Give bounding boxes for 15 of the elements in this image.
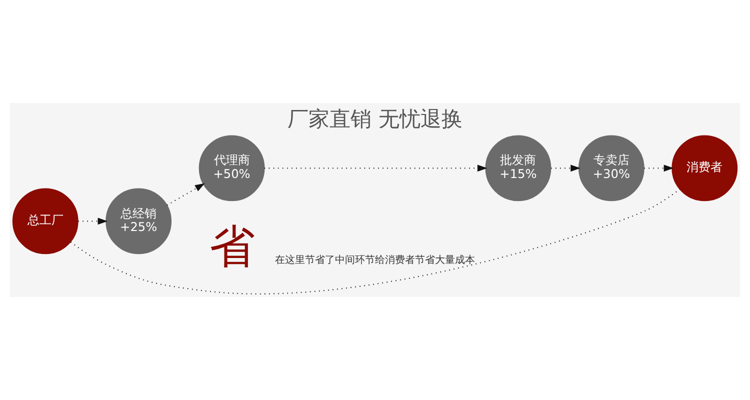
arrow bbox=[551, 164, 580, 172]
arrow bbox=[644, 164, 674, 172]
edge-label: 在这里节省了中间环节给消费者节省大量成本 bbox=[275, 255, 475, 266]
node-circle: 总经销 +25% bbox=[106, 188, 172, 254]
diagram-title: 厂家直销 无忧退换 bbox=[288, 107, 462, 132]
arrow bbox=[264, 164, 488, 172]
arrow bbox=[78, 218, 108, 225]
arrow bbox=[166, 183, 205, 206]
node-circle: 消费者 bbox=[672, 135, 738, 202]
connector bbox=[70, 188, 680, 294]
node-circle: 代理商 +50% bbox=[198, 135, 265, 202]
node-circle: 总工厂 bbox=[12, 188, 78, 254]
node-circle: 专卖店 +30% bbox=[578, 135, 644, 202]
label: 省 bbox=[209, 220, 254, 274]
node-circle: 批发商 +15% bbox=[485, 135, 552, 202]
